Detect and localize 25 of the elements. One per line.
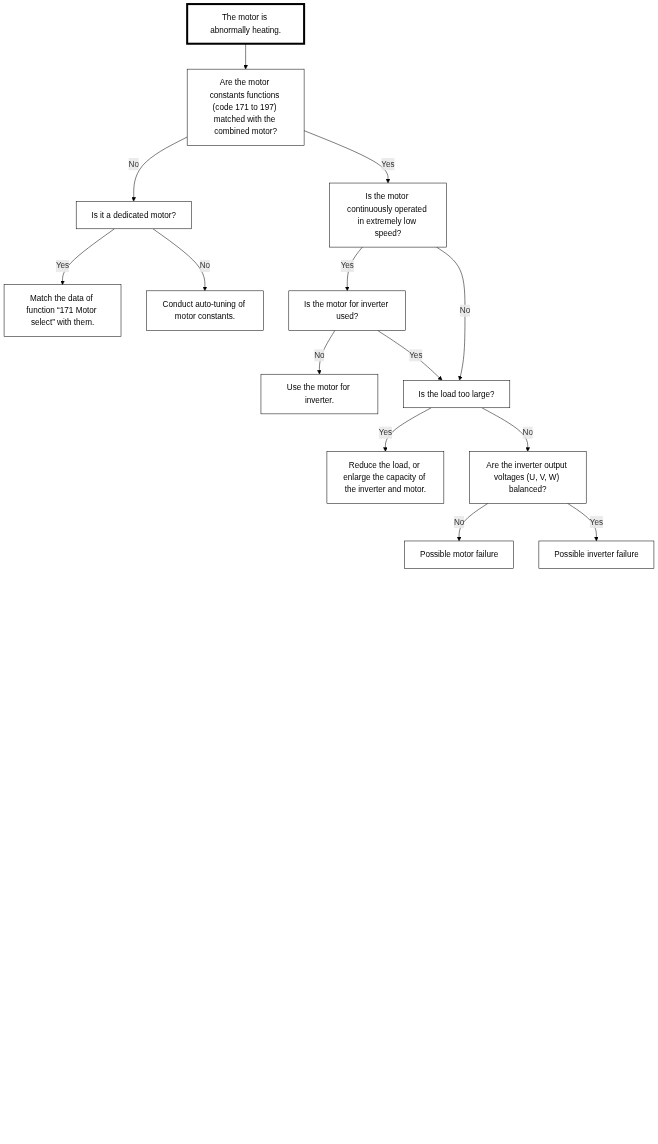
edge-label: No — [128, 159, 139, 169]
edge-label: Yes — [340, 261, 354, 270]
node-box: The motor is abnormally heating. — [186, 3, 306, 45]
node-box: Are the inverter output voltages (U, V, W) balanced? — [469, 451, 587, 504]
node-box: Are the motor constants functions (code 171 to 197) matched with the combined motor? — [186, 68, 305, 146]
node-box: Match the data of function “171 Motor select” with them. — [3, 284, 122, 337]
node-box: Reduce the load, or enlarge the capacity of the inverter and motor. — [326, 451, 445, 504]
node-box: Is the motor continuously operated in extremely low speed? — [329, 182, 447, 248]
edge-label: Yes — [55, 261, 70, 270]
node-box: Conduct auto-tuning of motor constants. — [146, 290, 264, 331]
edge-label: No — [314, 350, 325, 360]
edge-label: Yes — [378, 428, 393, 437]
node-box: Possible motor failure — [404, 540, 514, 569]
edge-label: No — [522, 428, 533, 437]
edge-label: Yes — [381, 159, 395, 169]
edge-label: No — [199, 261, 211, 270]
node-box: Is the motor for inverter used? — [288, 290, 406, 331]
edge-label: Yes — [589, 517, 604, 527]
edge-label: No — [459, 306, 471, 315]
node-box: Use the motor for inverter. — [260, 373, 379, 415]
node-box: Possible inverter failure — [538, 540, 655, 569]
edge-label: No — [453, 517, 465, 527]
node-box: Is it a dedicated motor? — [75, 201, 192, 230]
edge-label: Yes — [409, 350, 423, 360]
node-box: Is the load too large? — [403, 380, 511, 409]
